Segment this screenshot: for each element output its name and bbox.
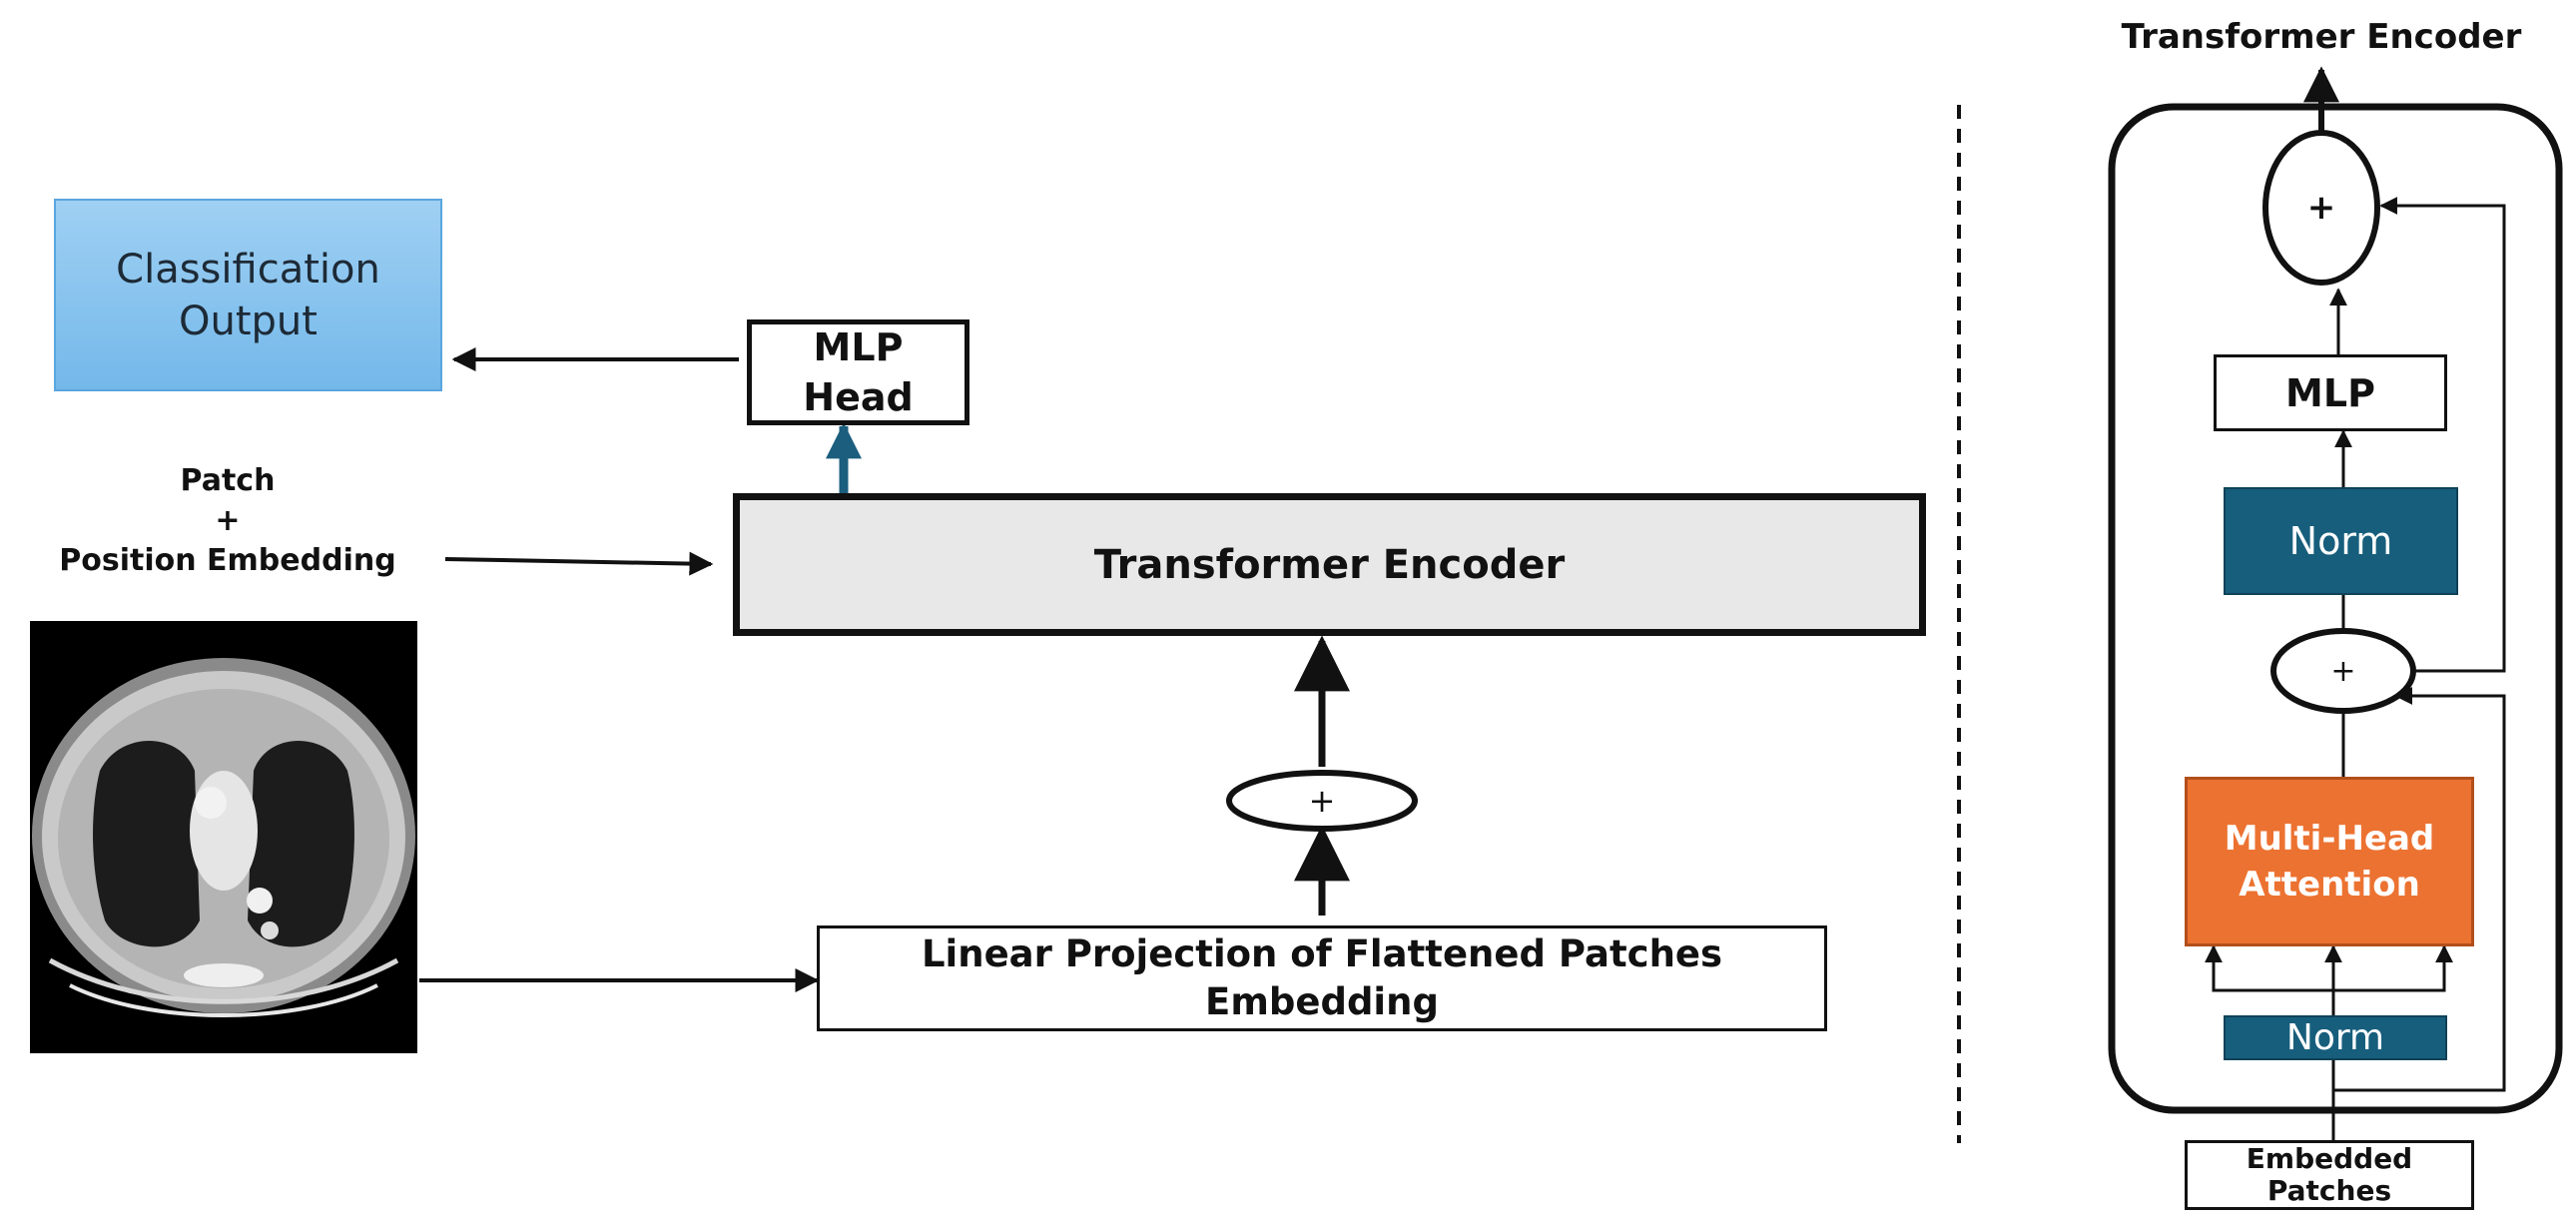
transformer-encoder-label: Transformer Encoder: [1093, 541, 1566, 588]
norm-bottom-box: Norm: [2224, 1015, 2447, 1060]
patch-label-line1: Patch: [180, 463, 276, 498]
right-title-label: Transformer Encoder: [2121, 17, 2522, 57]
norm-top-box: Norm: [2224, 487, 2458, 595]
norm-top-label: Norm: [2288, 519, 2393, 563]
top-plus-node: +: [2291, 180, 2351, 236]
mlp-head-line2: Head: [803, 375, 914, 419]
ct-scan-image: [30, 621, 417, 1053]
plus-node-ellipse: [1226, 770, 1418, 832]
norm-bottom-label: Norm: [2285, 1017, 2385, 1058]
ct-scan-drawing: [32, 658, 415, 1017]
mlp-head-box: MLP Head: [747, 319, 969, 425]
multi-head-attention-box: Multi-Head Attention: [2185, 777, 2474, 946]
embedded-patches-line2: Patches: [2266, 1174, 2392, 1207]
transformer-encoder-box: Transformer Encoder: [733, 493, 1926, 636]
skip-connection-lower: [2333, 687, 2506, 1092]
top-plus-label: +: [2306, 188, 2336, 228]
classification-output-line2: Output: [179, 298, 318, 344]
fan-left: [2205, 944, 2333, 992]
fan-right: [2333, 944, 2453, 992]
linear-projection-line2: Embedding: [1205, 980, 1439, 1023]
mlp-label: MLP: [2285, 370, 2375, 415]
attention-line2: Attention: [2239, 865, 2420, 905]
patch-position-embedding-label: Patch + Position Embedding: [28, 457, 427, 585]
mlp-box: MLP: [2214, 354, 2447, 431]
attention-line1: Multi-Head: [2224, 819, 2435, 859]
patch-label-line2: +: [215, 503, 241, 538]
middle-plus-node: +: [2313, 649, 2373, 693]
mlp-head-line1: MLP: [813, 325, 904, 369]
classification-output-box: Classification Output: [54, 199, 442, 391]
plus-node-label: +: [1308, 782, 1336, 820]
top-plus-ellipse: [2262, 130, 2380, 286]
arrow-embedding-to-encoder: [444, 551, 714, 576]
patch-label-line3: Position Embedding: [59, 543, 396, 578]
linear-projection-line1: Linear Projection of Flattened Patches: [921, 932, 1723, 975]
embedded-patches-line1: Embedded: [2246, 1142, 2413, 1175]
encoder-block-outline: [2108, 103, 2563, 1114]
classification-output-line1: Classification: [116, 246, 380, 293]
skip-connection-upper: [2379, 197, 2506, 673]
middle-plus-label: +: [2330, 653, 2356, 689]
plus-node: +: [1292, 779, 1352, 823]
embedded-patches-box: Embedded Patches: [2185, 1140, 2474, 1210]
right-title: Transformer Encoder: [2077, 10, 2566, 64]
linear-projection-box: Linear Projection of Flattened Patches E…: [817, 925, 1827, 1031]
